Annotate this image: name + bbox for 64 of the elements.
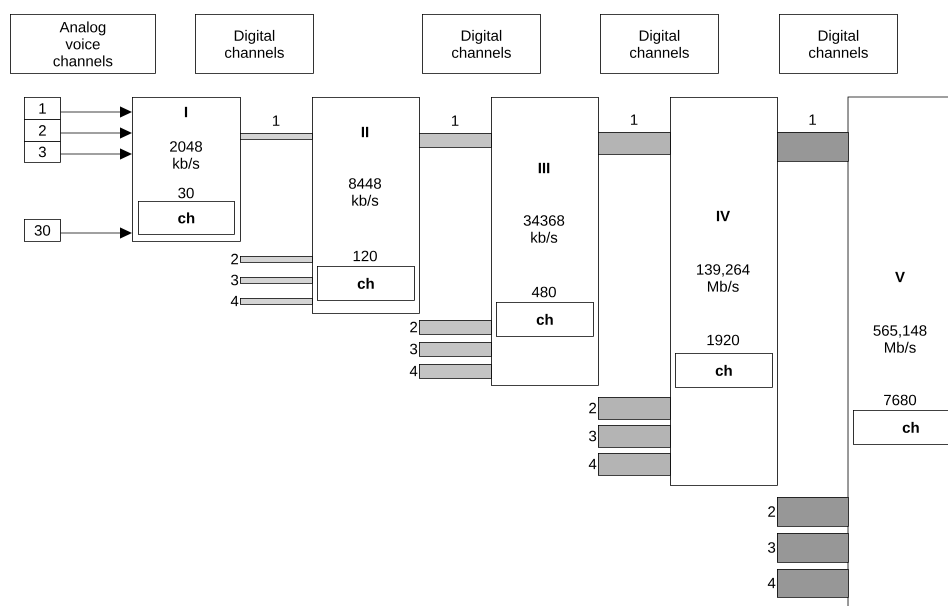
header-box: Digital channels (195, 14, 314, 74)
input-box: 1 (24, 97, 61, 120)
level-numeral: III (538, 162, 550, 174)
link-number: 1 (630, 114, 638, 125)
link-bar (598, 132, 671, 155)
bit-rate: 565,148 Mb/s (874, 325, 926, 353)
channel-count: 7680 (884, 394, 916, 406)
input-box: 3 (24, 141, 61, 163)
link-bar (419, 320, 492, 335)
link-number: 2 (410, 322, 418, 332)
link-bar (598, 453, 671, 476)
channel-count: 30 (178, 188, 194, 198)
level-numeral: V (895, 272, 905, 282)
multiplexer-box (132, 97, 241, 242)
bit-rate: 8448 kb/s (348, 178, 382, 206)
link-bar (240, 277, 313, 284)
channel-count: 480 (532, 286, 556, 298)
link-number: 3 (768, 542, 776, 553)
link-number: 2 (589, 402, 596, 414)
channel-box: ch (675, 353, 773, 388)
header-box: Digital channels (422, 14, 541, 74)
link-number: 4 (410, 366, 418, 376)
link-number: 3 (410, 344, 418, 354)
header-box: Digital channels (600, 14, 719, 74)
input-box: 30 (24, 219, 61, 242)
link-number: 1 (452, 115, 458, 126)
header-box: Analog voice channels (10, 14, 156, 74)
channel-box: ch (853, 410, 948, 445)
link-number: 2 (768, 506, 776, 517)
link-number: 4 (230, 296, 238, 306)
link-number: 4 (768, 578, 776, 588)
level-numeral: II (362, 126, 368, 138)
link-bar (777, 569, 849, 598)
link-bar (240, 256, 313, 263)
channel-count: 120 (354, 250, 377, 262)
level-numeral: IV (716, 210, 730, 222)
link-bar (598, 425, 671, 448)
channel-count: 1920 (707, 334, 740, 346)
link-bar (419, 133, 492, 148)
channel-box: ch (317, 266, 415, 301)
link-bar (777, 497, 849, 527)
channel-box: ch (496, 302, 594, 337)
link-number: 4 (588, 458, 596, 470)
link-bar (777, 533, 849, 563)
link-number: 3 (231, 274, 238, 286)
link-number: 1 (272, 115, 280, 126)
link-number: 3 (589, 430, 596, 442)
link-bar (598, 397, 671, 420)
header-box: Digital channels (779, 14, 898, 74)
input-box: 2 (24, 119, 61, 142)
link-bar (240, 298, 313, 305)
multiplexer-box (491, 97, 599, 386)
link-number: 1 (809, 114, 816, 125)
level-numeral: I (184, 106, 188, 118)
link-bar (240, 133, 313, 140)
link-bar (777, 132, 849, 162)
bit-rate: 2048 kb/s (170, 141, 202, 169)
multiplexer-box (312, 97, 420, 314)
link-bar (419, 342, 492, 357)
link-number: 2 (231, 254, 238, 264)
bit-rate: 34368 kb/s (524, 215, 564, 243)
channel-box: ch (138, 201, 235, 235)
link-bar (419, 364, 492, 379)
bit-rate: 139,264 Mb/s (697, 264, 750, 292)
